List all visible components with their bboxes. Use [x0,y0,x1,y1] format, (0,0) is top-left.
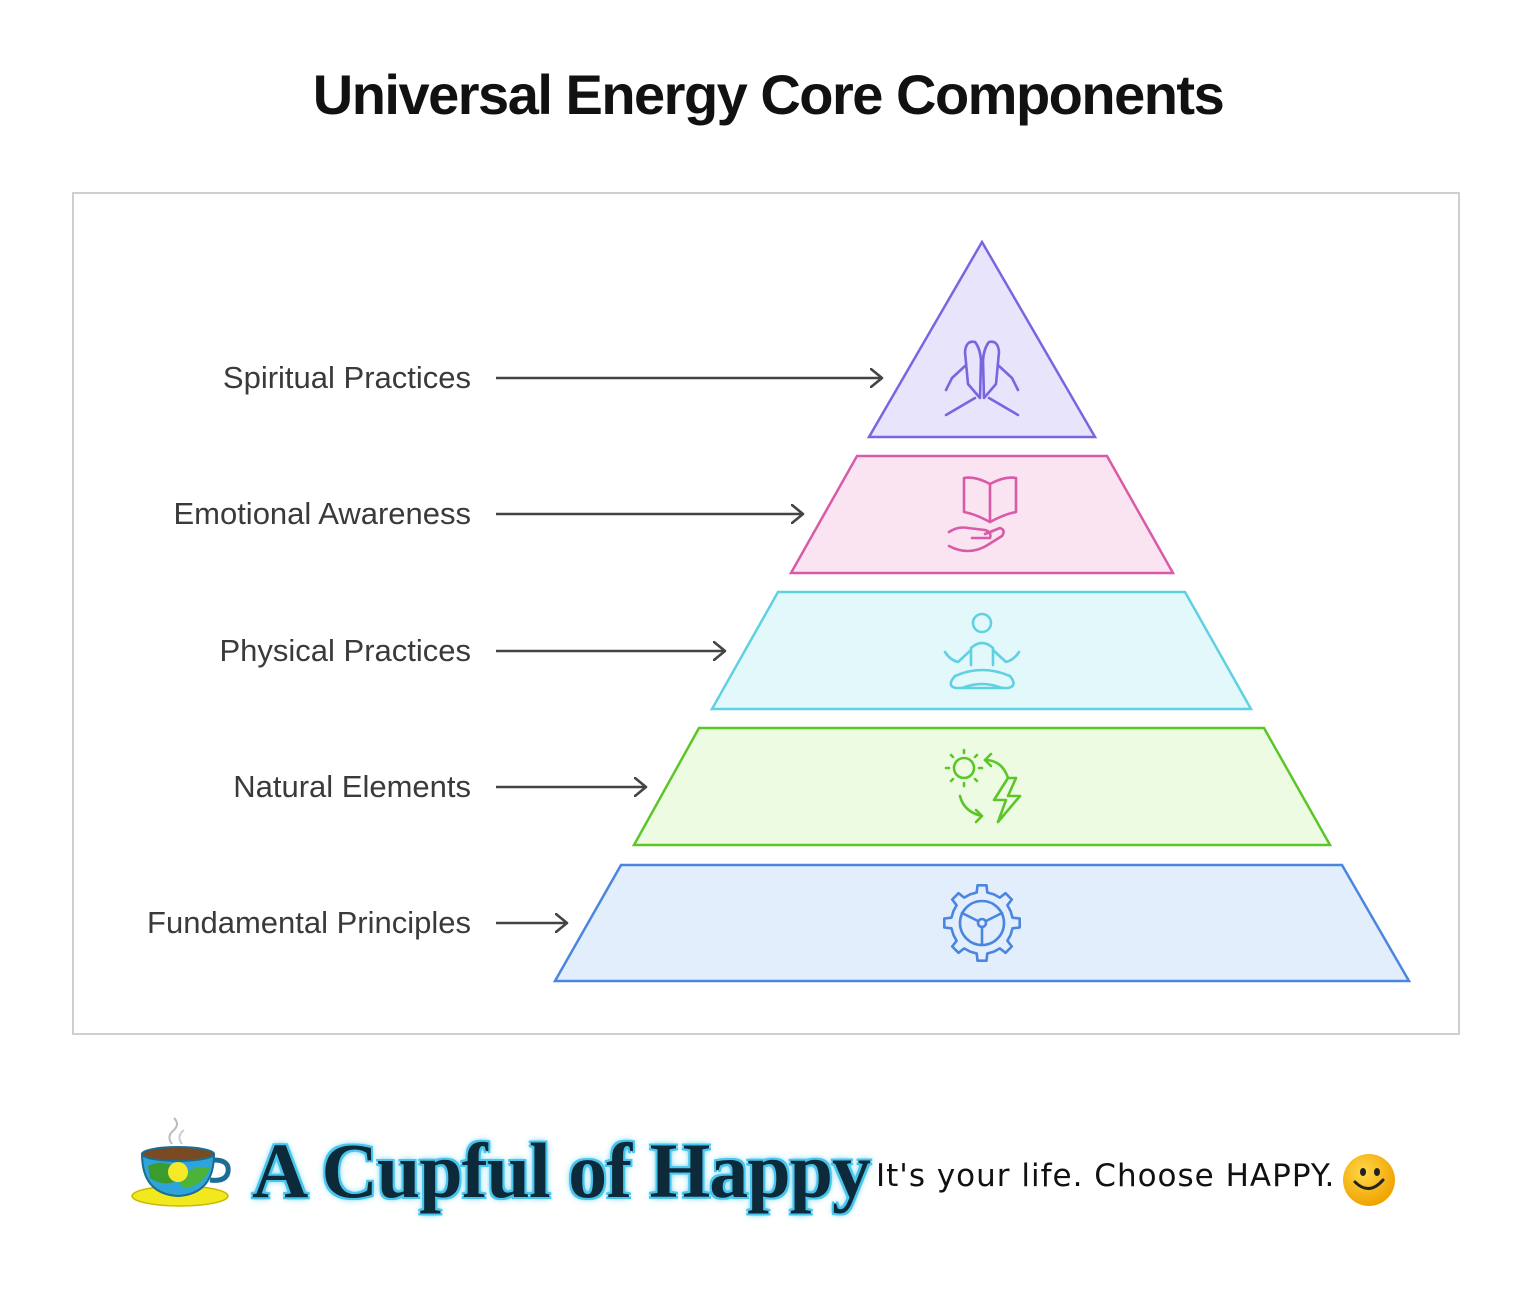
layer-physical-practices: Physical Practices [219,590,1254,711]
smiley-face-icon [1343,1154,1395,1206]
book-in-hand-icon [947,476,1018,553]
layer-shape-natural [631,726,1333,847]
layer-shape-emotional [788,454,1176,575]
brand-tagline: It's your life. Choose HAPPY. [876,1158,1336,1194]
sun-energy-cycle-icon [944,748,1022,824]
brand-name: A Cupful of Happy [252,1127,871,1214]
gear-icon [943,884,1021,962]
diagram-frame [72,192,1460,1035]
layer-spiritual-practices: Spiritual Practices [223,239,1098,439]
layer-label-spiritual: Spiritual Practices [223,360,471,395]
layer-fundamental-principles: Fundamental Principles [147,863,1412,983]
layer-label-natural: Natural Elements [233,769,471,804]
page-title: Universal Energy Core Components [312,63,1225,126]
layer-shape-fundamental [552,863,1412,983]
meditation-pose-icon [943,612,1021,690]
layer-label-emotional: Emotional Awareness [173,496,471,531]
layer-natural-elements: Natural Elements [233,726,1333,847]
layer-shape-spiritual [866,239,1098,439]
teacup-icon [131,1117,231,1207]
layer-label-physical: Physical Practices [219,633,471,668]
layer-shape-physical [709,590,1254,711]
layer-label-fundamental: Fundamental Principles [147,905,471,940]
layer-emotional-awareness: Emotional Awareness [173,454,1176,575]
praying-hands-icon [944,340,1020,417]
